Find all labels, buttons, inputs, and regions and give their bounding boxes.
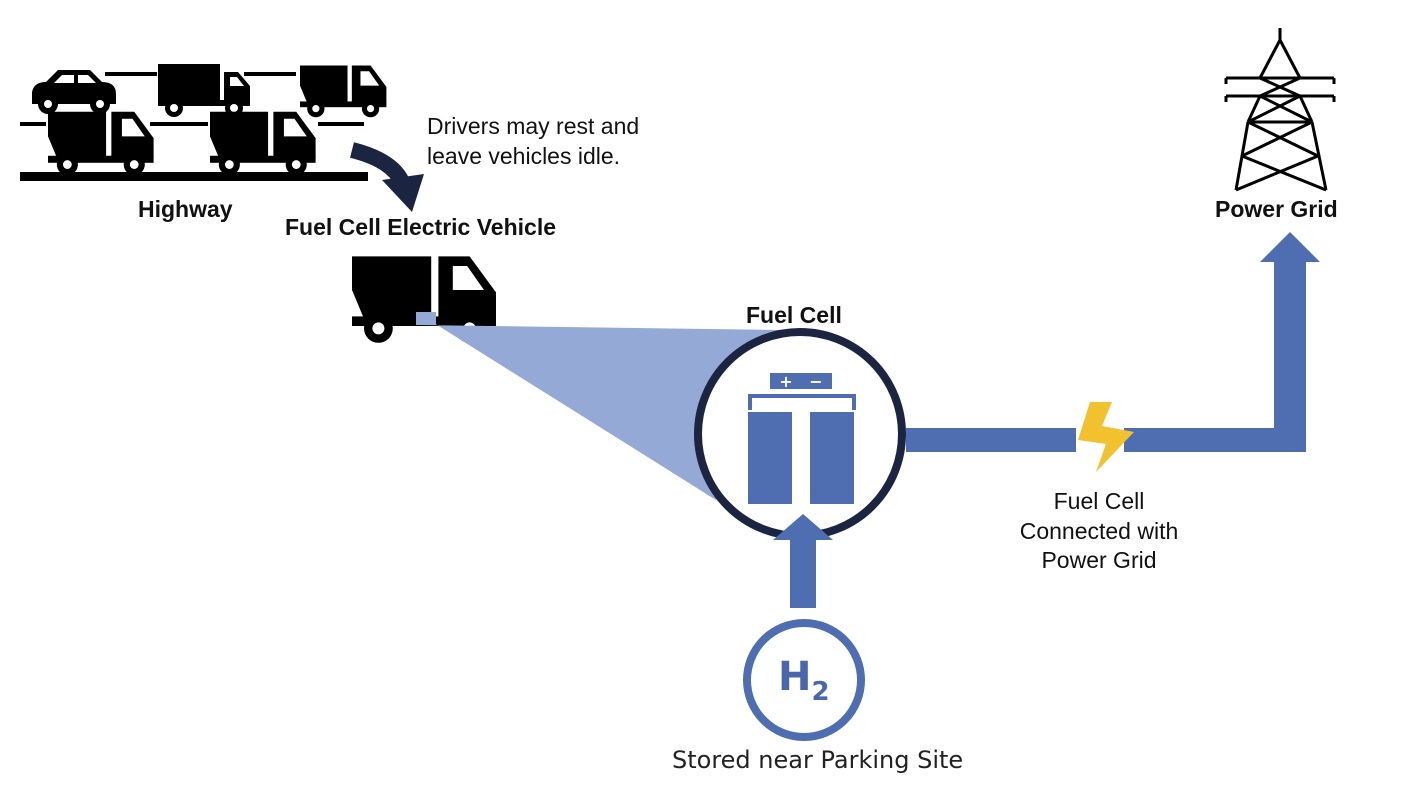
car-icon [32, 70, 116, 114]
transmission-tower-icon [1224, 28, 1336, 192]
connection-label-line3: Power Grid [1041, 547, 1157, 574]
lightning-bolt-icon [1078, 402, 1134, 472]
drivers-note-line1: Drivers may rest and [427, 113, 640, 139]
fcev-label: Fuel Cell Electric Vehicle [285, 214, 557, 240]
svg-text:−: − [809, 372, 822, 391]
lane-dashes [20, 72, 364, 126]
power-grid-label: Power Grid [1215, 196, 1338, 222]
hydrogen-supply-arrow [773, 514, 833, 608]
hydrogen-tank-icon [743, 619, 865, 741]
hydrogen-subscript: 2 [811, 677, 830, 707]
curved-arrow-icon [349, 142, 424, 212]
grid-connection-arrow [906, 232, 1320, 452]
drivers-note-line2: leave vehicles idle. [427, 143, 621, 169]
zoom-beam [418, 313, 780, 500]
fuel-cell-circle [694, 328, 906, 540]
connection-label: Fuel Cell Connected with Power Grid [1000, 488, 1198, 575]
highway-road [20, 172, 368, 181]
storage-label: Stored near Parking Site [672, 746, 964, 774]
dump-truck-icon [300, 65, 387, 118]
hydrogen-symbol: H [778, 654, 812, 700]
fuel-cell-marker [416, 312, 436, 325]
connection-label-line2: Connected with [1019, 517, 1179, 544]
dump-truck-icon [48, 111, 154, 176]
highway-illustration [20, 64, 387, 181]
fuel-cell-label: Fuel Cell [746, 302, 842, 328]
dump-truck-icon [210, 111, 316, 176]
battery-icon: + − [748, 372, 856, 504]
highway-label: Highway [138, 196, 233, 222]
connection-label-line1: Fuel Cell [1053, 488, 1145, 514]
hydrogen-label: H2 [778, 654, 830, 707]
box-truck-icon [158, 64, 250, 117]
svg-text:+: + [779, 372, 792, 391]
